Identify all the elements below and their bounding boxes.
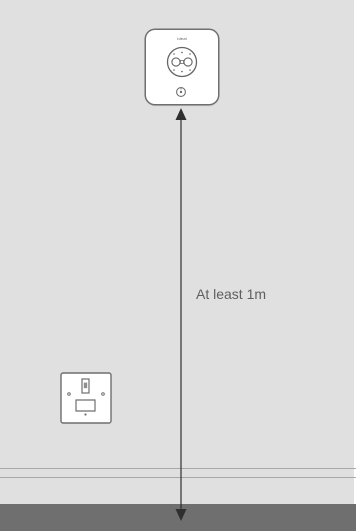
floor: [0, 504, 356, 531]
boiler-controller: Ideal: [146, 30, 218, 104]
controller-brand-label: Ideal: [177, 36, 187, 41]
knob-icon: [175, 86, 187, 98]
distance-label: At least 1m: [196, 286, 267, 302]
skirting-line-lower: [0, 477, 356, 478]
fused-switch-icon: [60, 372, 112, 424]
dial-icon: [165, 45, 199, 79]
skirting-line-upper: [0, 468, 356, 469]
